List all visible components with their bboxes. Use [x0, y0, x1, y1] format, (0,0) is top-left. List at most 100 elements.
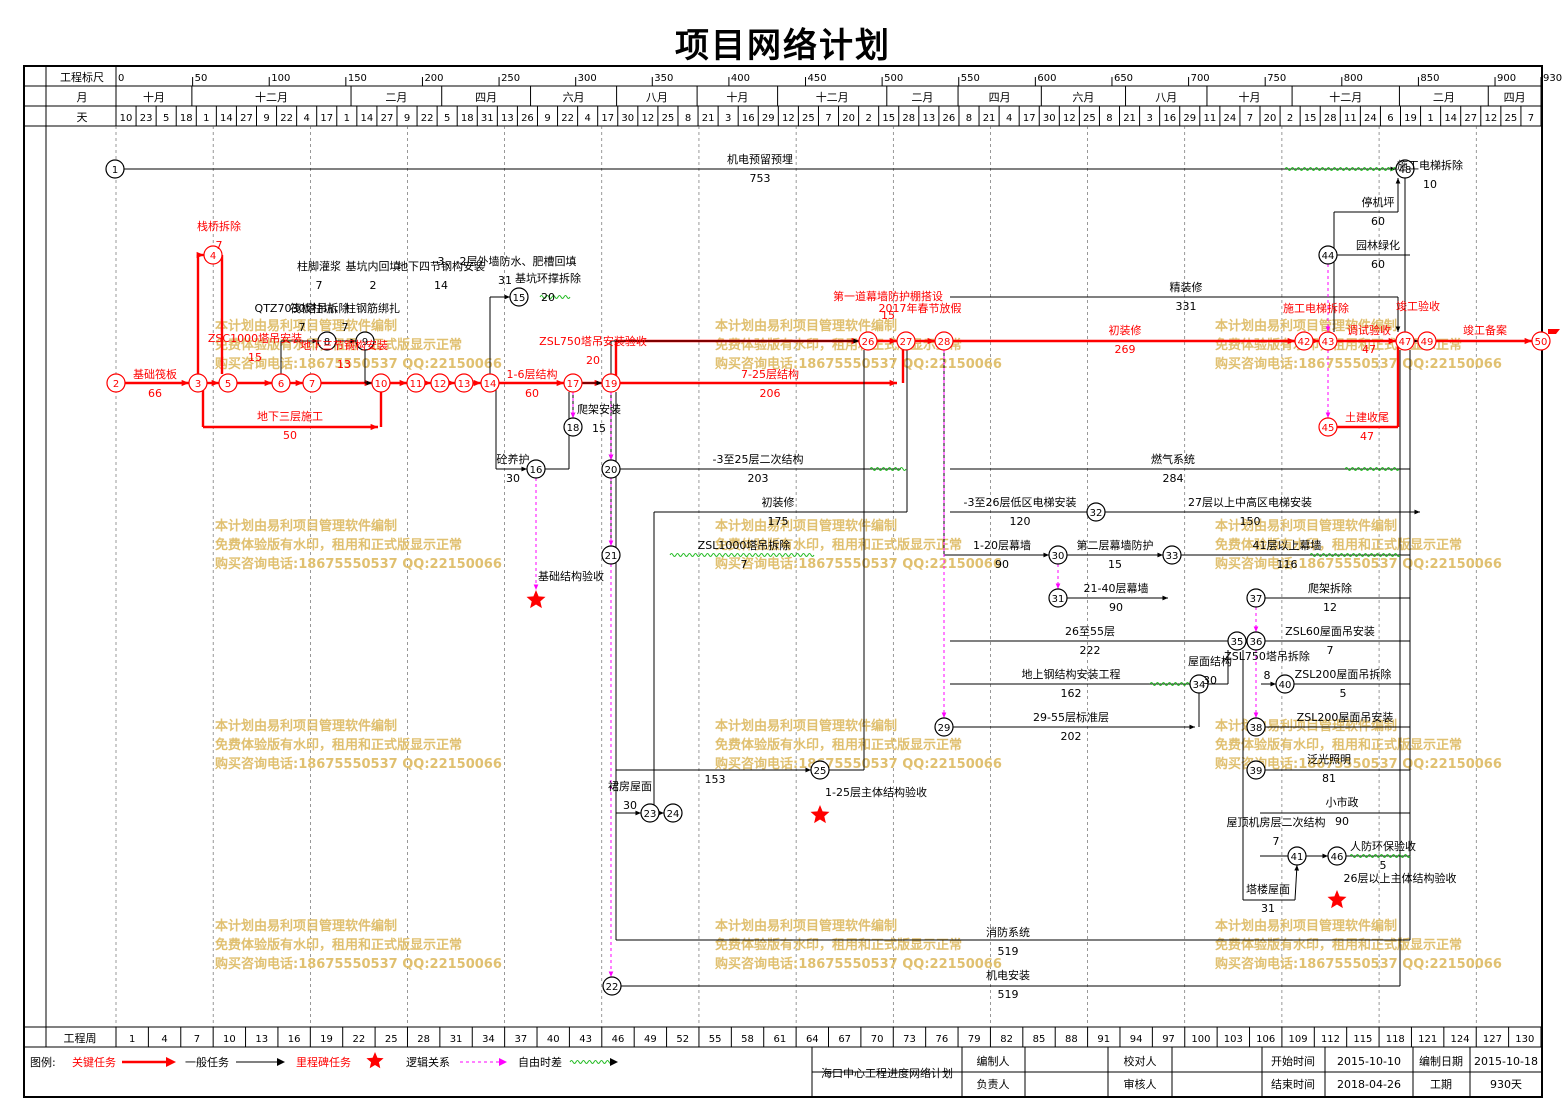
day-label: 17	[320, 113, 333, 124]
task-name: 精装修	[1170, 280, 1203, 294]
event-node-label: 5	[225, 379, 231, 390]
arrow-head	[264, 379, 272, 387]
event-node-label: 32	[1090, 508, 1103, 519]
task-duration: 60	[525, 387, 539, 400]
event-node-label: 15	[513, 293, 526, 304]
arrow-head	[1043, 552, 1049, 558]
day-label: 14	[220, 113, 233, 124]
day-label: 22	[421, 113, 434, 124]
arrow-head	[1287, 337, 1295, 345]
arrow-head	[1189, 724, 1195, 730]
day-label: 15	[1304, 113, 1317, 124]
week-label: 118	[1386, 1034, 1405, 1045]
watermark-text: 购买咨询电话:18675550537 QQ:22150066	[1215, 756, 1502, 772]
legend-milestone: 里程碑任务	[296, 1056, 351, 1069]
task-duration: 269	[1115, 343, 1136, 356]
task-name: 燃气系统	[1151, 452, 1195, 466]
event-node	[601, 545, 621, 565]
arrow-head	[1524, 337, 1532, 345]
event-node-label: 49	[1421, 337, 1434, 348]
event-node	[1318, 417, 1338, 437]
task-name: 土建收尾	[1345, 410, 1389, 424]
event-node	[896, 331, 916, 351]
event-node	[1227, 631, 1247, 651]
week-label: 19	[320, 1034, 333, 1045]
task-arrow	[1294, 864, 1298, 901]
arrow-head	[504, 294, 510, 300]
week-label: 67	[838, 1034, 851, 1045]
vertical-gridlines	[115, 126, 1477, 1027]
week-label: 88	[1065, 1034, 1078, 1045]
event-node-label: 30	[1052, 551, 1065, 562]
task-name: 筏板柱坑、柱钢筋绑扎	[290, 301, 400, 315]
arrow-head	[805, 767, 811, 773]
day-label: 13	[501, 113, 514, 124]
event-node	[640, 803, 660, 823]
task-name: 爬架拆除	[1308, 581, 1352, 595]
week-label: 64	[806, 1034, 819, 1045]
day-label: 20	[1264, 113, 1277, 124]
arrow-head	[1414, 509, 1420, 515]
scale-tick-label: 930	[1543, 73, 1562, 84]
task-duration: 50	[283, 429, 297, 442]
scale-tick-label: 200	[424, 73, 443, 84]
day-label: 1	[1427, 113, 1433, 124]
event-node-label: 48	[1399, 165, 1412, 176]
week-label: 55	[709, 1034, 722, 1045]
day-label: 28	[902, 113, 915, 124]
event-node	[1246, 588, 1266, 608]
day-label: 3	[725, 113, 731, 124]
watermark-text: 购买咨询电话:18675550537 QQ:22150066	[1215, 956, 1502, 972]
task-duration: 60	[1371, 215, 1385, 228]
watermark-text: 免费体验版有水印，租用和正式版显示正常	[715, 337, 962, 353]
event-node-label: 9	[362, 337, 368, 348]
event-node	[934, 717, 954, 737]
week-label: 13	[255, 1034, 268, 1045]
scale-tick-label: 250	[501, 73, 520, 84]
task-duration: 30	[506, 472, 520, 485]
task-duration: 47	[1362, 343, 1376, 356]
event-node	[218, 373, 238, 393]
task-name: 153	[705, 773, 726, 786]
day-label: 2	[1287, 113, 1293, 124]
event-node-label: 29	[938, 723, 951, 734]
arrow-head	[608, 454, 614, 460]
task-name: -3、-2层外墙防水、肥槽回填	[434, 254, 577, 268]
day-label: 25	[662, 113, 675, 124]
day-label: 18	[180, 113, 193, 124]
watermark-text: 购买咨询电话:18675550537 QQ:22150066	[215, 756, 502, 772]
event-node-label: 34	[1193, 680, 1206, 691]
day-label: 30	[621, 113, 634, 124]
event-node	[601, 373, 621, 393]
day-label: 9	[404, 113, 410, 124]
arrow-head	[1294, 865, 1300, 871]
arrow-head	[853, 338, 859, 344]
legend-critical-head	[166, 1057, 176, 1067]
event-node-label: 31	[1052, 594, 1065, 605]
event-node-label: 25	[814, 766, 827, 777]
milestone-star	[526, 590, 546, 609]
week-label: 46	[612, 1034, 625, 1045]
task-name: 基础结构验收	[538, 569, 604, 583]
task-name: 竣工备案	[1463, 323, 1507, 337]
legend-float-head	[610, 1058, 618, 1066]
month-label: 六月	[563, 91, 585, 104]
day-label: 9	[263, 113, 269, 124]
watermark-text: 免费体验版有水印，租用和正式版显示正常	[215, 537, 462, 553]
day-label: 21	[983, 113, 996, 124]
event-node	[858, 331, 878, 351]
week-row-label: 工程周	[64, 1032, 97, 1045]
event-node	[106, 373, 126, 393]
day-label: 14	[1444, 113, 1457, 124]
task-duration: 5	[1380, 859, 1387, 872]
task-name: 机电预留预埋	[727, 152, 793, 166]
task-duration: 30	[623, 799, 637, 812]
scale-tick-label: 400	[731, 73, 750, 84]
task-duration: 7	[216, 239, 223, 252]
day-label: 17	[1023, 113, 1036, 124]
task-name: 7-25层结构	[741, 367, 799, 381]
month-label: 十月	[726, 90, 748, 104]
watermark-layer: 本计划由易利项目管理软件编制免费体验版有水印，租用和正式版显示正常购买咨询电话:…	[215, 318, 1502, 972]
day-label: 4	[303, 113, 309, 124]
task-name: 1-25层主体结构验收	[825, 785, 927, 799]
